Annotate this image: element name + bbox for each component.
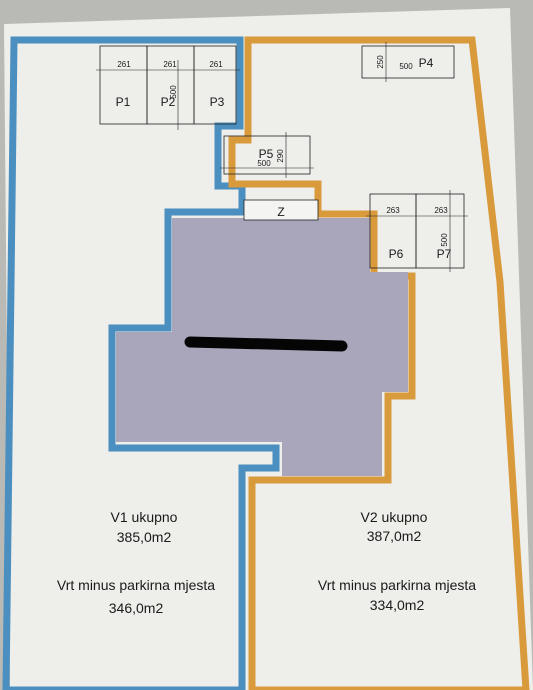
parking-depth-p7: 500 [440,233,449,247]
parking-label-p5: P5 [259,147,274,161]
v1-garden-label: Vrt minus parkirna mjesta [57,577,215,593]
parking-depth-p2: 500 [169,85,178,99]
parking-label-p3: P3 [210,95,225,109]
v2-total-area: 387,0m2 [367,528,422,544]
parking-width-p5: 500 [257,159,271,168]
v1-garden-area: 346,0m2 [109,600,164,616]
parking-width-p6: 263 [386,206,400,215]
v1-total-label: V1 ukupno [111,509,178,525]
parking-spot-p5 [223,135,311,175]
parking-width-p3: 261 [209,60,223,69]
lot-v1-boundary [2,36,280,690]
parking-depth-p5: 290 [276,149,285,163]
entrance-box [243,199,319,221]
lot-v2-boundary [228,36,530,690]
parking-group-p1-p3: 261 261 261 500 P1 P2 P3 [96,45,240,130]
v2-garden-label: Vrt minus parkirna mjesta [318,577,476,593]
parking-width-p7: 263 [434,206,448,215]
v1-total-area: 385,0m2 [117,529,172,545]
parking-label-p1: P1 [116,95,131,109]
parking-label-p6: P6 [389,247,404,261]
parking-depth-p4: 250 [376,55,385,69]
parking-label-p2: P2 [161,95,176,109]
parking-group-p4: 250 500 P4 [361,42,455,82]
parking-label-p7: P7 [437,247,452,261]
parking-width-p1: 261 [117,60,131,69]
parking-spot-p3 [193,45,237,125]
parking-width-p2: 261 [163,60,177,69]
v2-total-label: V2 ukupno [361,509,428,525]
parking-group-p6-p7: 263 263 500 P6 P7 [366,190,468,272]
parking-label-p4: P4 [419,56,434,70]
redaction-bar [184,336,348,352]
parking-width-p4: 500 [399,62,413,71]
parking-spot-p7 [415,193,465,269]
entrance-label: Z [277,205,284,219]
parking-spot-p4 [361,45,455,79]
parking-group-p5: P5 500 290 [220,132,314,178]
v2-garden-area: 334,0m2 [370,597,425,613]
